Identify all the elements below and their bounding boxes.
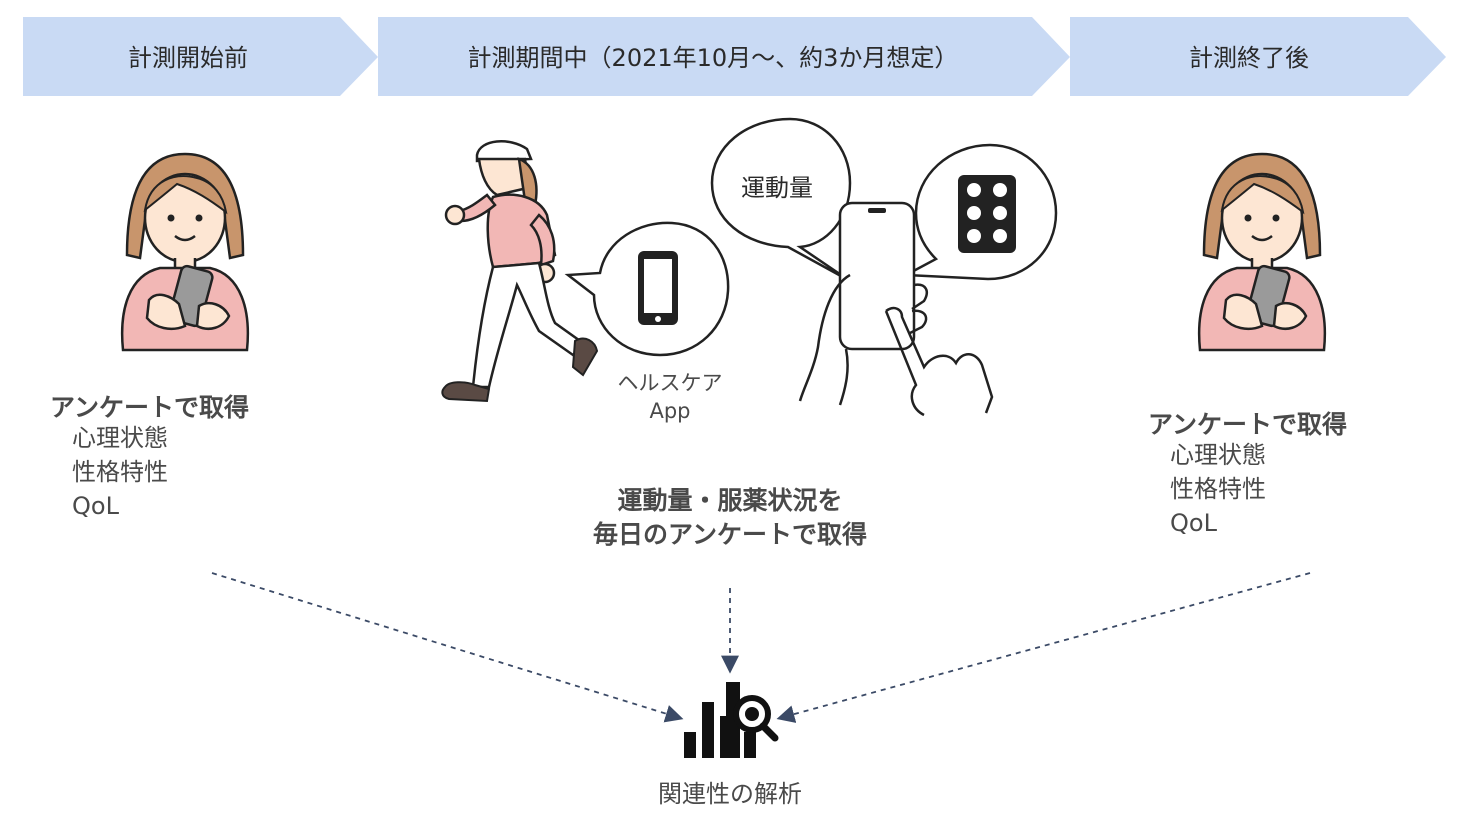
phase-label-after: 計測終了後	[1189, 44, 1309, 72]
phase-chevron-during	[378, 17, 1070, 96]
app-speech-bubble	[564, 221, 730, 357]
survey-title-after: アンケートで取得	[1148, 410, 1348, 439]
app-label-line1: ヘルスケア	[617, 371, 723, 395]
woman-with-phone-icon	[120, 152, 250, 352]
survey-item: 心理状態	[1170, 441, 1266, 469]
analysis-label: 関連性の解析	[658, 780, 802, 808]
summary-line1: 運動量・服薬状況を	[617, 486, 843, 515]
phone-in-hand-icon	[710, 117, 1058, 417]
app-label: ヘルスケア App	[600, 369, 740, 425]
survey-item: 心理状態	[72, 424, 168, 452]
phase-chevron-before	[23, 17, 378, 96]
survey-item: QoL	[72, 492, 119, 520]
app-label-line2: App	[649, 399, 691, 423]
phase-chevron-after	[1070, 17, 1446, 96]
summary-line2: 毎日のアンケートで取得	[592, 520, 867, 549]
survey-item: 性格特性	[1170, 475, 1266, 503]
arrow-from-before	[211, 572, 684, 723]
woman-with-phone-icon	[1197, 152, 1327, 352]
exercise-speech-bubble	[710, 117, 852, 283]
survey-item: QoL	[1170, 509, 1217, 537]
phase-label-during: 計測期間中（2021年10月～、約3か月想定）	[467, 44, 959, 72]
survey-item: 性格特性	[72, 458, 168, 486]
runner-icon	[441, 140, 599, 403]
analysis-chart-icon	[684, 682, 779, 758]
pill-pack-icon	[958, 175, 1016, 253]
exercise-bubble-label: 運動量	[741, 174, 813, 202]
survey-title-before: アンケートで取得	[50, 393, 250, 422]
phase-banner	[23, 17, 1446, 96]
phase-label-before: 計測開始前	[128, 44, 248, 72]
survey-items-after: 心理状態 性格特性 QoL	[1170, 438, 1266, 540]
survey-items-before: 心理状態 性格特性 QoL	[72, 421, 168, 523]
arrow-from-after	[776, 572, 1311, 723]
